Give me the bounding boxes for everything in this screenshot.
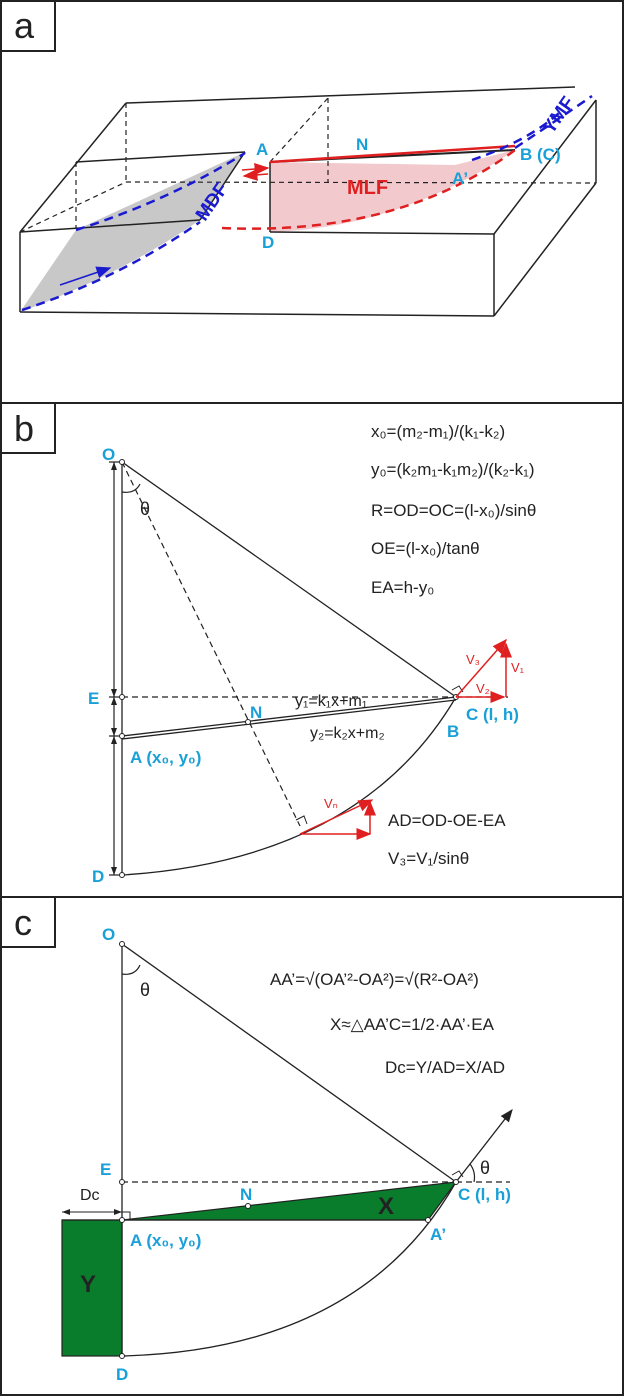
b-label-theta: θ <box>140 499 150 519</box>
ymf-upper <box>471 111 561 162</box>
label-n: N <box>356 135 368 154</box>
c-label-aprime: A’ <box>430 1225 446 1244</box>
region-y <box>61 1219 123 1357</box>
b-label-o: O <box>102 445 115 464</box>
panel-b-letter: b <box>14 408 34 449</box>
c-label-n: N <box>240 1185 252 1204</box>
label-bc: B (C) <box>520 145 561 164</box>
c-label-e: E <box>100 1160 111 1179</box>
c-label-o: O <box>102 925 115 944</box>
b-eq-4: OE=(l-x₀)/tanθ <box>371 539 480 558</box>
c-eq-1: AA’=√(OA’²-OA²)=√(R²-OA²) <box>270 970 479 989</box>
b-eq-6: AD=OD-OE-EA <box>388 811 506 830</box>
label-d: D <box>262 233 274 252</box>
mdf-top <box>75 151 246 232</box>
b-label-n: N <box>250 703 262 722</box>
c-eq-3: Dᴄ=Y/AD=X/AD <box>385 1058 505 1077</box>
panel-b-letter-box <box>0 402 56 454</box>
c-dc-label: Dᴄ <box>80 1187 100 1204</box>
c-label-c: C (l, h) <box>458 1185 511 1204</box>
block-outline <box>19 86 597 317</box>
panel-a-letter: a <box>14 5 35 46</box>
b-eq-1: x₀=(m₂-m₁)/(k₁-k₂) <box>371 422 505 441</box>
label-mlf: MLF <box>347 177 388 199</box>
label-a: A <box>256 140 268 159</box>
panel-a: a <box>0 0 597 317</box>
c-eq-2: X≈△AA’C=1/2·AA’·EA <box>330 1015 495 1034</box>
block-hidden-edges <box>19 97 597 233</box>
b-v2: V₂ <box>476 681 490 696</box>
b-v1: V₁ <box>511 660 525 675</box>
b-eq-5: EA=h-y₀ <box>371 578 434 597</box>
mlf-bottom <box>221 148 516 230</box>
ymf-trace <box>514 94 593 150</box>
c-label-theta-2: θ <box>480 1158 490 1178</box>
b-label-e: E <box>88 689 99 708</box>
mlf-arrow-1 <box>241 163 270 176</box>
c-label-a: A (x₀, y₀) <box>130 1231 201 1250</box>
panel-c: c O E A (x₀ <box>0 896 513 1384</box>
panel-c-letter-box <box>0 896 56 948</box>
c-region-x-label: X <box>378 1193 394 1220</box>
b-eq-3: R=OD=OC=(l-x₀)/sinθ <box>371 501 536 520</box>
b-eq-7: V₃=V₁/sinθ <box>388 849 469 868</box>
region-x <box>121 1181 458 1221</box>
mdf-slip-arrow <box>59 266 112 286</box>
label-aprime: A’ <box>452 169 468 188</box>
mlf-plane <box>270 150 515 232</box>
panel-c-letter: c <box>14 902 32 943</box>
panel-a-letter-box <box>0 0 56 52</box>
b-line1: y₁=k₁x+m₁ <box>295 693 367 710</box>
b-label-a: A (x₀, y₀) <box>130 748 201 767</box>
c-label-theta-1: θ <box>140 980 150 1000</box>
b-label-b: B <box>447 722 459 741</box>
c-region-y-label: Y <box>80 1271 96 1298</box>
mdf-plane <box>20 152 245 312</box>
mlf-trace <box>269 144 516 164</box>
b-label-c: C (l, h) <box>466 705 519 724</box>
b-line2: y₂=k₂x+m₂ <box>310 725 385 742</box>
b-v3: V₃ <box>466 652 480 667</box>
b-eq-2: y₀=(k₂m₁-k₁m₂)/(k₂-k₁) <box>371 460 535 479</box>
c-label-d: D <box>116 1365 128 1384</box>
b-label-d: D <box>92 867 104 886</box>
panel-b: b <box>0 402 536 886</box>
mlf-arrow-2 <box>242 168 269 181</box>
b-vn: Vₙ <box>324 796 338 811</box>
